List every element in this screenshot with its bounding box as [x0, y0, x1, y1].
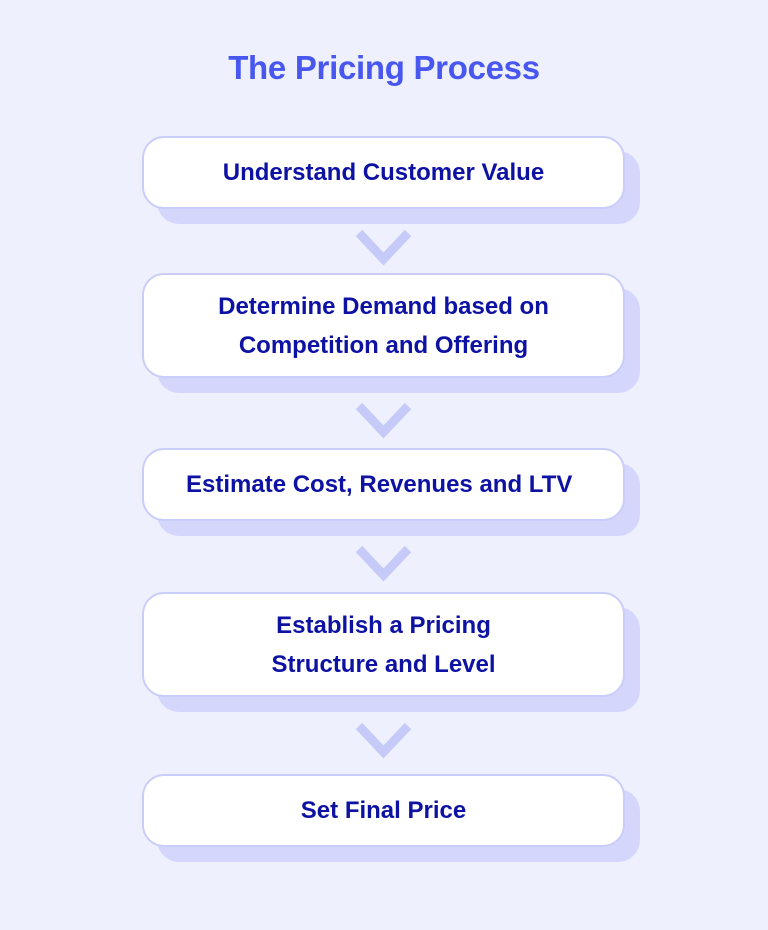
- step-label: Estimate Cost, Revenues and LTV: [186, 471, 573, 498]
- diagram-title: The Pricing Process: [228, 49, 540, 86]
- chevron-down-icon: [355, 545, 412, 583]
- step-label: Determine Demand based on Competition an…: [218, 292, 549, 359]
- step-set-final-price: Set Final Price: [142, 774, 640, 862]
- step-estimate-cost: Estimate Cost, Revenues and LTV: [142, 448, 640, 536]
- chevron-down-icon: [355, 229, 412, 267]
- step-box: Determine Demand based on Competition an…: [142, 273, 625, 378]
- chevron-down-icon: [355, 402, 412, 440]
- step-establish-pricing-structure: Establish a Pricing Structure and Level: [142, 592, 640, 712]
- step-understand-customer-value: Understand Customer Value: [142, 136, 640, 224]
- step-box: Estimate Cost, Revenues and LTV: [142, 448, 625, 521]
- step-label: Set Final Price: [300, 797, 467, 824]
- step-label: Establish a Pricing Structure and Level: [271, 611, 496, 678]
- step-determine-demand: Determine Demand based on Competition an…: [142, 273, 640, 393]
- step-box: Establish a Pricing Structure and Level: [142, 592, 625, 697]
- step-box: Set Final Price: [142, 774, 625, 847]
- chevron-down-icon: [355, 722, 412, 760]
- step-box: Understand Customer Value: [142, 136, 625, 209]
- step-label: Understand Customer Value: [222, 159, 545, 186]
